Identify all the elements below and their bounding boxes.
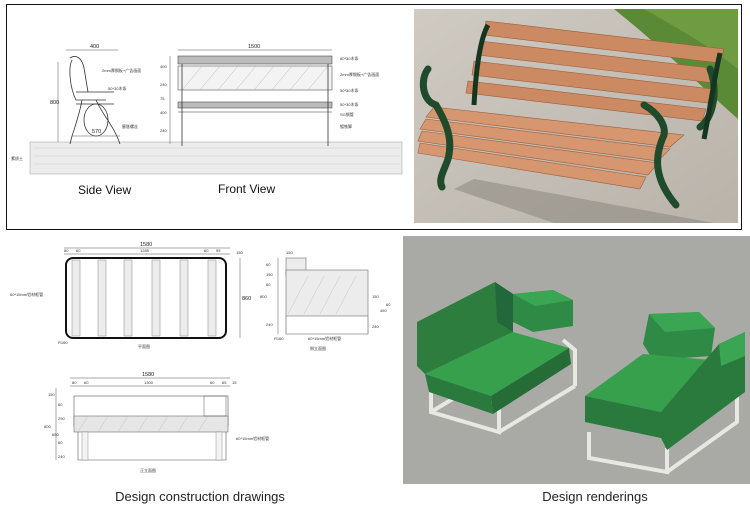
construction-caption: Design construction drawings — [115, 489, 285, 504]
renderings-caption: Design renderings — [542, 489, 648, 504]
front-left-4: 800 — [44, 424, 51, 429]
front-caption: 正立面图 — [140, 467, 156, 473]
front-left-2: 60 — [58, 402, 63, 407]
side-corner: R160 — [274, 336, 284, 341]
front-note-4: 50*30木条 — [340, 101, 358, 107]
front-view-bench — [169, 49, 333, 146]
side-top-dim: 150 — [286, 250, 293, 255]
side-dim-base: 570 — [92, 129, 101, 135]
plan-corner: R160 — [58, 340, 68, 345]
front-dim-right-1: 400 — [160, 64, 167, 69]
side-dim-width: 400 — [90, 44, 99, 50]
render-sofa-right — [585, 312, 745, 475]
side-dim-6: 150 — [372, 294, 379, 299]
front-dim-right-3: 75 — [160, 96, 165, 101]
front-left-5: 650 — [52, 432, 59, 437]
side-dim-height: 800 — [50, 100, 59, 106]
side-note-3: 膨胀螺丝 — [122, 123, 138, 129]
side-caption: 侧立面图 — [310, 345, 326, 351]
front-note-5: SG钢管 — [340, 111, 354, 117]
side-dim-4: 800 — [260, 294, 267, 299]
front-left-3: 290 — [58, 416, 65, 421]
plan-caption: 平面图 — [138, 343, 150, 349]
side-note-2: 50*30木条 — [108, 85, 126, 91]
plan-view — [64, 247, 241, 339]
sofa-rendering — [403, 236, 750, 484]
front-note: 60*15mm铝材框管 — [236, 435, 269, 441]
front-sub-6: 15 — [232, 380, 237, 385]
side-elevation — [277, 257, 369, 335]
front-top-dim: 1580 — [142, 372, 154, 378]
front-dim-width: 1500 — [248, 44, 260, 50]
side-dim-1: 60 — [266, 262, 271, 267]
plan-sub-4: 60 — [204, 248, 209, 253]
side-dim-7: 240 — [372, 324, 379, 329]
front-left-6: 60 — [58, 440, 63, 445]
render-sofa-left — [417, 282, 577, 435]
front-sub-5: 65 — [222, 380, 227, 385]
front-sub-4: 60 — [210, 380, 215, 385]
side-dim-5: 240 — [266, 322, 273, 327]
front-dim-right-2: 240 — [160, 82, 167, 87]
side-dim-9: 60 — [386, 302, 391, 307]
plan-sub-1: 80 — [64, 248, 69, 253]
side-note-1: 2mm厚钢板+广告画面 — [102, 67, 141, 73]
plan-sub-2: 60 — [76, 248, 81, 253]
front-left-1: 150 — [48, 392, 55, 397]
front-dim-right-4: 400 — [160, 110, 167, 115]
park-bench-photo — [414, 9, 738, 223]
plan-right-dim: 860 — [242, 296, 251, 302]
ground-hatch — [29, 141, 403, 175]
plan-sub-5: 95 — [216, 248, 221, 253]
ground-label: 素质土 — [11, 155, 23, 161]
bench-cad-drawing: 素质土 400 800 570 2mm厚钢板+广告画面 50*30木条 膨胀螺丝 — [11, 44, 403, 175]
front-elevation — [55, 377, 230, 461]
front-dim-right-5: 240 — [160, 128, 167, 133]
front-view-label: Front View — [218, 182, 276, 196]
plan-top-dim: 1580 — [140, 242, 152, 248]
side-view-label: Side View — [78, 183, 132, 197]
plan-right-top: 150 — [236, 250, 243, 255]
side-dim-8: 450 — [380, 308, 387, 313]
front-note-1: 80*30木条 — [340, 55, 358, 61]
front-sub-3: 1300 — [144, 380, 154, 385]
side-note: 60*15mm铝材框管 — [308, 335, 341, 341]
front-note-2: 2mm厚钢板+广告画面 — [340, 71, 379, 77]
front-sub-1: 80 — [72, 380, 77, 385]
front-sub-2: 60 — [84, 380, 89, 385]
side-dim-3: 60 — [266, 282, 271, 287]
side-dim-2: 150 — [266, 272, 273, 277]
front-left-7: 240 — [58, 454, 65, 459]
front-note-6: 镀铁脚 — [340, 123, 352, 129]
front-note-3: 50*30木条 — [340, 87, 358, 93]
plan-left-note: 60*15mm铝材框管 — [10, 291, 43, 297]
plan-sub-3: 1285 — [140, 248, 150, 253]
sofa-cad-drawings: 1580 80 60 1285 60 95 150 860 60*15mm铝材框… — [10, 242, 391, 473]
